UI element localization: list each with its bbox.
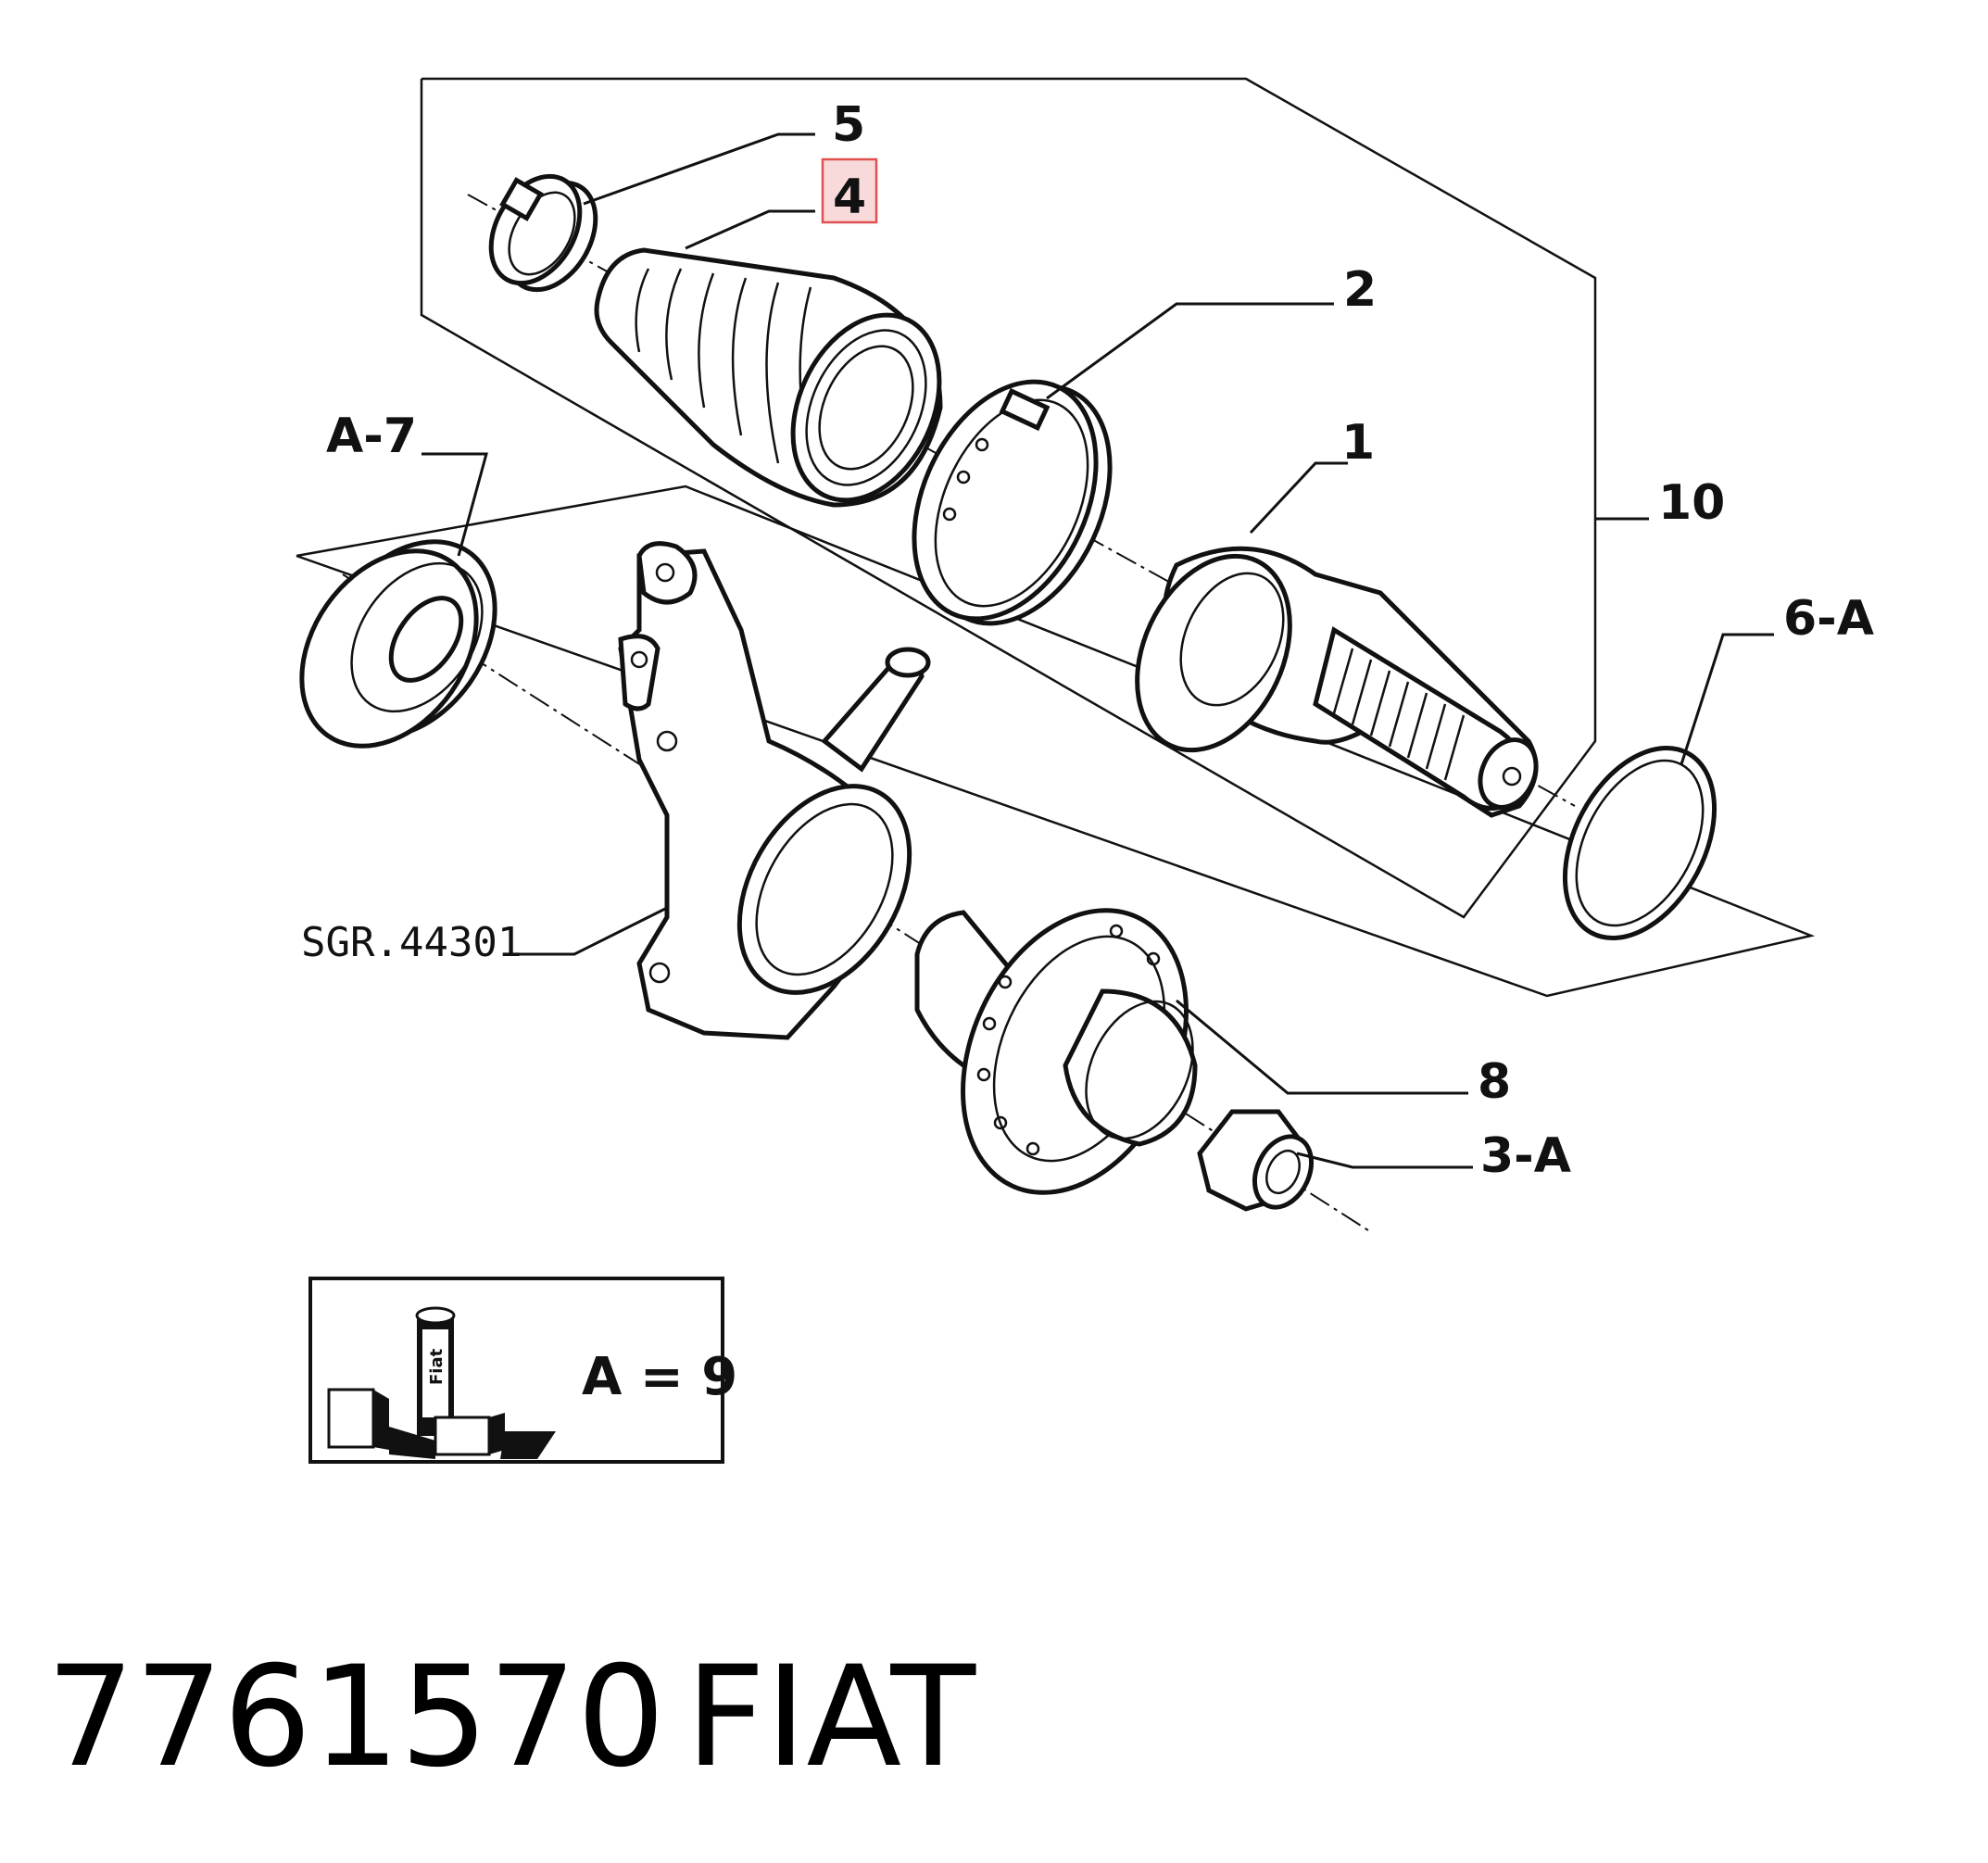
legend-box: Fiat A = 9	[308, 1277, 737, 1464]
clamp-large[interactable]	[878, 352, 1146, 652]
cv-joint[interactable]	[1108, 532, 1547, 818]
seal-a7[interactable]	[266, 509, 531, 779]
callout-8[interactable]: 8	[1478, 1054, 1511, 1110]
brand-name: FIAT	[686, 1637, 976, 1798]
reference-plane	[296, 485, 1816, 998]
legend-equation: A = 9	[582, 1347, 737, 1407]
leader-5	[583, 132, 815, 206]
grease-can-label: Fiat	[427, 1348, 447, 1385]
part-number: 7761570	[46, 1637, 665, 1798]
leader-2	[1046, 302, 1334, 400]
leader-4	[685, 209, 815, 250]
leader-6a	[1680, 633, 1774, 765]
callout-4[interactable]: 4	[833, 170, 866, 225]
callout-4-highlight	[821, 157, 878, 224]
callout-sgr44301[interactable]: SGR.44301	[301, 919, 522, 966]
callout-1[interactable]: 1	[1341, 415, 1375, 471]
callout-3a[interactable]: 3-A	[1480, 1128, 1571, 1184]
leader-8	[1176, 999, 1468, 1095]
callout-10[interactable]: 10	[1658, 475, 1725, 531]
cv-boot[interactable]	[594, 247, 968, 524]
leader-3a	[1296, 1152, 1473, 1169]
wheel-hub[interactable]	[914, 875, 1229, 1229]
hub-nut[interactable]	[1197, 1109, 1322, 1216]
clamp-small[interactable]	[473, 160, 614, 305]
leader-a7	[422, 452, 488, 557]
leader-sgr	[505, 906, 668, 956]
callout-5[interactable]: 5	[832, 97, 865, 153]
callout-6a[interactable]: 6-A	[1783, 591, 1874, 647]
callout-2[interactable]: 2	[1343, 262, 1377, 318]
steering-knuckle[interactable]	[618, 541, 944, 1040]
kit-frame	[420, 77, 1597, 919]
callout-a7[interactable]: A-7	[326, 409, 417, 464]
grease-products-icon	[327, 1306, 556, 1459]
ring-6a[interactable]	[1535, 723, 1745, 963]
leader-1	[1249, 461, 1348, 535]
